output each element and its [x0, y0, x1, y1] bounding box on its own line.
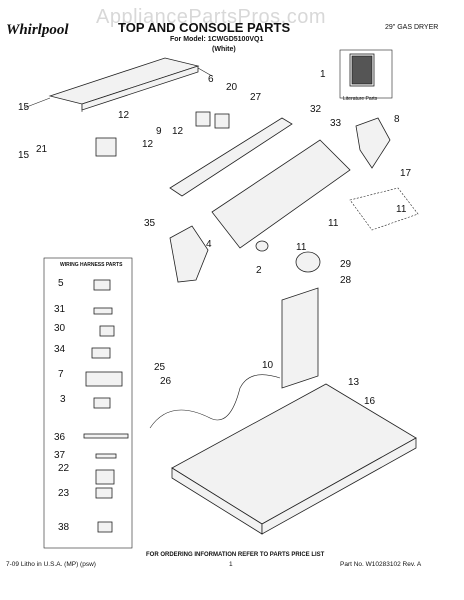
- callout-11c: 11: [296, 242, 307, 253]
- callout-12c: 12: [172, 126, 184, 137]
- model-number: For Model: 1CWGD5100VQ1: [170, 36, 264, 43]
- callout-35: 35: [144, 218, 156, 229]
- callout-12a: 12: [118, 110, 130, 121]
- callout-4: 4: [206, 239, 212, 250]
- callout-22: 22: [58, 463, 70, 474]
- callout-30: 30: [54, 323, 66, 334]
- wiring-harness-box: WIRING HARNESS PARTS: [43, 257, 133, 549]
- callout-31: 31: [54, 304, 66, 315]
- literature-label: Literature Parts: [343, 96, 378, 102]
- callout-11b: 11: [328, 218, 339, 229]
- callout-26: 26: [160, 376, 172, 387]
- callout-17: 17: [400, 168, 412, 179]
- callout-11a: 11: [396, 204, 407, 215]
- callout-8: 8: [394, 114, 400, 125]
- callout-21: 21: [36, 144, 48, 155]
- console-channel: [169, 117, 293, 197]
- document-part-number: Part No. W10283102 Rev. A: [340, 561, 422, 568]
- litho-info: 7-09 Litho in U.S.A. (MP) (psw): [6, 561, 96, 568]
- ordering-note: FOR ORDERING INFORMATION REFER TO PARTS …: [146, 552, 325, 558]
- callout-27: 27: [250, 92, 262, 103]
- callout-36: 36: [54, 432, 66, 443]
- wiring-box-title: WIRING HARNESS PARTS: [60, 262, 123, 268]
- page-number: 1: [229, 561, 233, 568]
- literature-parts: Literature Parts: [339, 49, 393, 102]
- callout-38: 38: [58, 522, 70, 533]
- callout-7: 7: [58, 369, 64, 380]
- callout-3: 3: [60, 394, 66, 405]
- product-type: 29" GAS DRYER: [385, 24, 439, 31]
- callout-1: 1: [320, 69, 326, 80]
- callout-34: 34: [54, 344, 66, 355]
- watermark-text: AppliancePartsPros.com: [96, 6, 326, 28]
- callout-25: 25: [154, 362, 166, 373]
- callout-15b: 15: [18, 150, 30, 161]
- callout-5: 5: [58, 278, 64, 289]
- callout-28: 28: [340, 275, 352, 286]
- callout-13: 13: [348, 377, 360, 388]
- callout-12b: 12: [142, 139, 154, 150]
- callout-16: 16: [364, 396, 376, 407]
- callout-10: 10: [262, 360, 274, 371]
- callout-20: 20: [226, 82, 238, 93]
- callout-37: 37: [54, 450, 66, 461]
- brand-logo: Whirlpool: [6, 22, 69, 38]
- callout-6: 6: [208, 74, 214, 85]
- callout-9: 9: [156, 126, 162, 137]
- model-color: (White): [212, 46, 236, 53]
- callout-15a: 15: [18, 102, 30, 113]
- callout-32: 32: [310, 104, 322, 115]
- control-panel: [211, 139, 351, 249]
- callout-33: 33: [330, 118, 342, 129]
- lint-screen: [281, 287, 319, 389]
- callout-2: 2: [256, 265, 262, 276]
- page-title: TOP AND CONSOLE PARTS: [118, 20, 291, 35]
- callout-23: 23: [58, 488, 70, 499]
- callout-29: 29: [340, 259, 352, 270]
